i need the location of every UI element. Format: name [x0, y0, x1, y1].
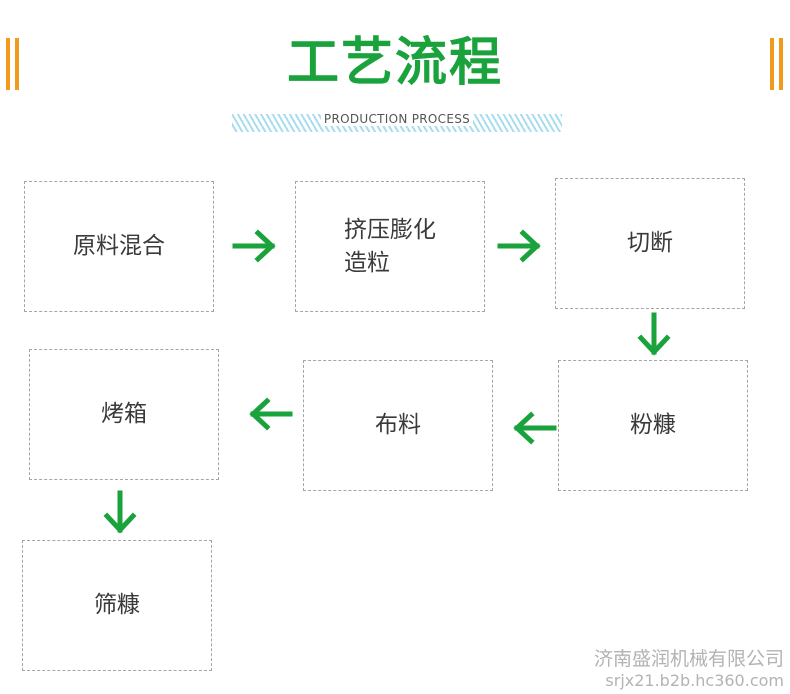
arrow-left-icon [247, 396, 293, 432]
step-label: 原料混合 [73, 233, 165, 259]
step-label: 筛糠 [94, 592, 140, 618]
step-oven: 烤箱 [29, 349, 219, 480]
step-bran-sieving: 筛糠 [22, 540, 212, 671]
arrow-down-icon [636, 312, 672, 358]
arrow-down-icon [102, 490, 138, 536]
subtitle-wrap: PRODUCTION PROCESS [232, 111, 562, 127]
arrow-right-icon [497, 228, 543, 264]
arrow-right-icon [232, 228, 278, 264]
footer-company-name: 济南盛润机械有限公司 [593, 648, 784, 670]
page-title: 工艺流程 [286, 33, 503, 93]
step-label: 粉糠 [630, 412, 676, 438]
right-accent-bars [770, 38, 786, 90]
step-label: 布料 [375, 412, 421, 438]
step-bran: 粉糠 [558, 360, 748, 491]
arrow-left-icon [511, 410, 557, 446]
footer-site-url: srjx21.b2b.hc360.com [605, 671, 784, 690]
step-cutting: 切断 [555, 178, 745, 309]
step-raw-material-mixing: 原料混合 [24, 181, 214, 312]
step-label: 挤压膨化 造粒 [344, 216, 436, 276]
left-accent-bars [6, 38, 22, 90]
step-extrusion-granulation: 挤压膨化 造粒 [295, 181, 485, 312]
step-cloth-spreading: 布料 [303, 360, 493, 491]
page-subtitle: PRODUCTION PROCESS [320, 112, 474, 126]
step-label: 烤箱 [101, 401, 147, 427]
step-label: 切断 [627, 230, 673, 256]
